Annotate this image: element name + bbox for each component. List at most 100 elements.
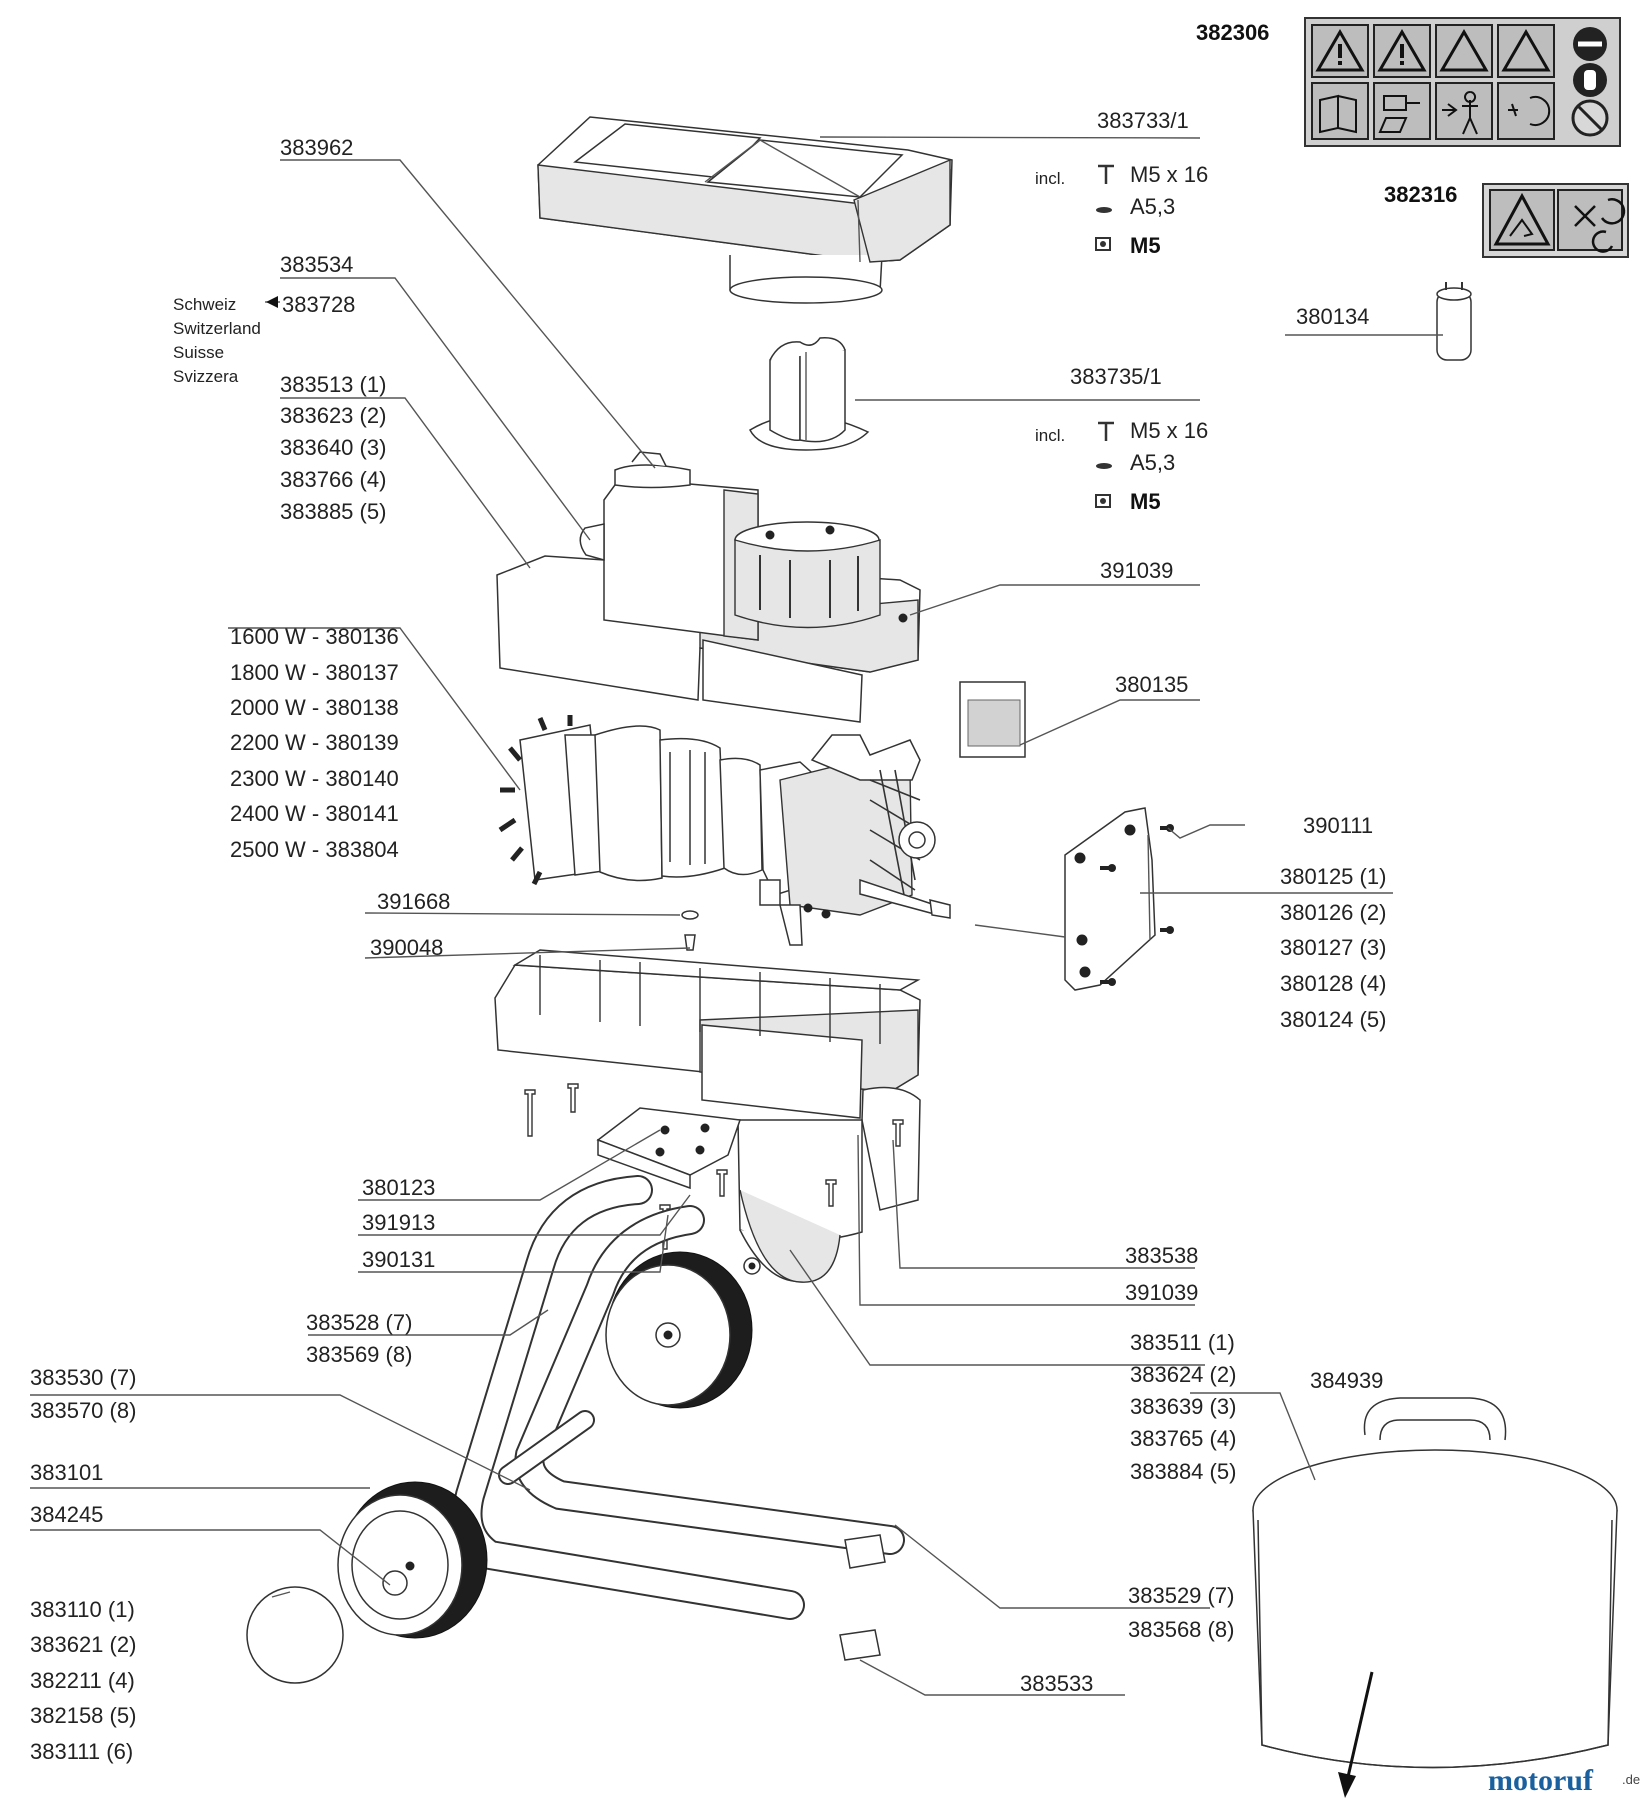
washer-icon [1096, 207, 1112, 213]
hub-cap-383110 [246, 1586, 344, 1684]
hopper-cover-383733 [537, 116, 953, 304]
label-380124: 380124 (5) [1280, 1007, 1386, 1032]
hardware-set-b [1095, 421, 1114, 508]
leader-lines [30, 136, 1443, 1696]
manual-book-icon [1319, 94, 1357, 134]
logo-suffix: .de [1622, 1772, 1640, 1787]
label-383110: 383110 (1) [30, 1597, 135, 1622]
label-motor-1800: 1800 W - 380137 [230, 660, 399, 685]
label-nut-a: M5 [1130, 233, 1161, 258]
label-383885: 383885 (5) [280, 499, 386, 524]
motoruf-logo: motoruf .de [1488, 1764, 1640, 1797]
flying-debris-icon [1508, 96, 1551, 126]
label-390048: 390048 [370, 935, 443, 960]
label-swiss-1: Switzerland [173, 319, 261, 338]
warning-triangle-icon [1315, 29, 1365, 72]
label-391913: 391913 [362, 1210, 435, 1235]
label-383533: 383533 [1020, 1671, 1093, 1696]
label-383624: 383624 (2) [1130, 1362, 1236, 1387]
label-380134: 380134 [1296, 304, 1369, 329]
label-383538: 383538 [1125, 1243, 1198, 1268]
rotating-blade-icon [1574, 198, 1626, 253]
label-383639: 383639 (3) [1130, 1394, 1236, 1419]
label-383765: 383765 (4) [1130, 1426, 1236, 1451]
warning-triangle-icon [1493, 192, 1551, 246]
label-391668: 391668 [377, 889, 450, 914]
label-screw-b: M5 x 16 [1130, 418, 1208, 443]
label-383621: 383621 (2) [30, 1632, 136, 1657]
label-390131: 390131 [362, 1247, 435, 1272]
label-383569: 383569 (8) [306, 1342, 412, 1367]
warning-sticker-382306 [1304, 17, 1621, 147]
label-motor-2400: 2400 W - 380141 [230, 801, 399, 826]
motor-assembly [498, 715, 951, 946]
warning-triangle-icon [1439, 29, 1489, 72]
hand-injury-icon [1509, 218, 1534, 237]
label-383528: 383528 (7) [306, 1310, 412, 1335]
label-motor-2500: 2500 W - 383804 [230, 837, 399, 862]
label-swiss-0: Schweiz [173, 295, 236, 314]
label-383513: 383513 (1) [280, 372, 386, 397]
label-382158: 382158 (5) [30, 1703, 136, 1728]
washer-icon [1096, 463, 1112, 469]
label-380135: 380135 [1115, 672, 1188, 697]
label-swiss-2: Suisse [173, 343, 224, 362]
label-383530: 383530 (7) [30, 1365, 136, 1390]
label-391039-a: 391039 [1100, 558, 1173, 583]
logo-text: motoruf [1488, 1764, 1594, 1797]
label-incl-a: incl. [1035, 169, 1065, 188]
label-384939: 384939 [1310, 1368, 1383, 1393]
label-383766: 383766 (4) [280, 467, 386, 492]
label-383623: 383623 (2) [280, 403, 386, 428]
plug-icon [1378, 95, 1420, 133]
label-383534: 383534 [280, 252, 353, 277]
label-nut-b: M5 [1130, 489, 1161, 514]
label-swiss-3: Svizzera [173, 367, 239, 386]
label-384245: 384245 [30, 1502, 103, 1527]
label-391039-b: 391039 [1125, 1280, 1198, 1305]
label-motor-1600: 1600 W - 380136 [230, 624, 399, 649]
person-distance-icon [1442, 91, 1478, 135]
label-screw-a: M5 x 16 [1130, 162, 1208, 187]
label-washer-a: A5,3 [1130, 194, 1175, 219]
washer-391668 [681, 910, 699, 920]
label-washer-b: A5,3 [1130, 450, 1175, 475]
label-383570: 383570 (8) [30, 1398, 136, 1423]
label-383511: 383511 (1) [1130, 1330, 1235, 1355]
screw-icon [1098, 164, 1114, 184]
arrow-icon [266, 296, 278, 308]
label-383728: 383728 [282, 292, 355, 317]
filter-380135 [959, 681, 1026, 758]
label-380126: 380126 (2) [1280, 900, 1386, 925]
label-motor-2300: 2300 W - 380140 [230, 766, 399, 791]
hardware-set-a [1095, 164, 1114, 251]
label-383884: 383884 (5) [1130, 1459, 1236, 1484]
label-motor-2200: 2200 W - 380139 [230, 730, 399, 755]
label-incl-b: incl. [1035, 426, 1065, 445]
label-382316: 382316 [1384, 182, 1457, 207]
label-383568: 383568 (8) [1128, 1617, 1234, 1642]
wheel-upper [605, 1251, 753, 1409]
label-380125: 380125 (1) [1280, 864, 1386, 889]
wheel-383101 [337, 1481, 488, 1639]
warning-triangle-icon [1377, 29, 1427, 72]
label-383640: 383640 (3) [280, 435, 386, 460]
label-382211: 382211 (4) [30, 1668, 135, 1693]
label-383529: 383529 (7) [1128, 1583, 1234, 1608]
mounting-plate-380123 [596, 1107, 742, 1190]
cover-plate-380125 [1064, 807, 1174, 991]
label-383101: 383101 [30, 1460, 103, 1485]
label-383962: 383962 [280, 135, 353, 160]
label-390111: 390111 [1303, 813, 1373, 838]
discharge-chute-383735 [749, 337, 870, 451]
collection-bag-384939 [1252, 1397, 1618, 1798]
label-motor-2000: 2000 W - 380138 [230, 695, 399, 720]
warning-sticker-382316 [1482, 183, 1629, 258]
base-housing [494, 949, 921, 1283]
label-383733: 383733/1 [1097, 108, 1189, 133]
label-380128: 380128 (4) [1280, 971, 1386, 996]
motor-housing-top-383513 [496, 451, 921, 723]
end-cap-383533 [839, 1534, 886, 1661]
screw-390048 [684, 934, 696, 951]
